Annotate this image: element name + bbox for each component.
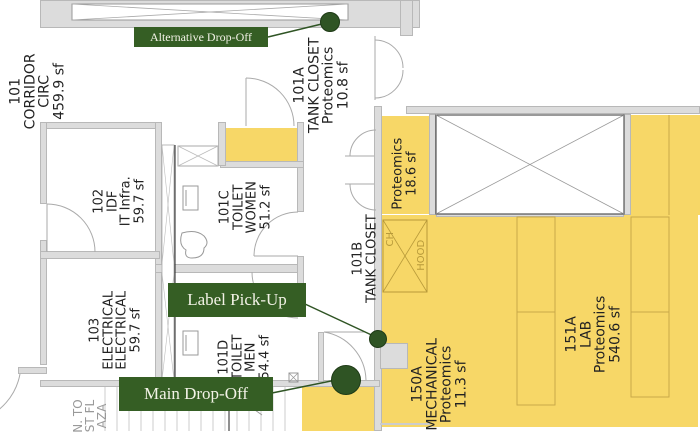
wall-lab-top xyxy=(406,106,700,114)
hood-label-ch: CH xyxy=(384,232,396,247)
wall-101a-left xyxy=(218,122,226,166)
room-label-102: 102 IDF IT Infra. 59.7 sf xyxy=(91,176,148,227)
label-pick-up-callout[interactable]: Label Pick-Up xyxy=(168,283,306,317)
room-fill-proteomics-closet xyxy=(382,116,429,214)
room-label-101c: 101C TOILET WOMEN 51.2 sf xyxy=(217,181,274,234)
room-label-101a: 101A TANK CLOSET Proteomics 10.8 sf xyxy=(291,37,352,134)
wall-lower-stub xyxy=(318,332,324,382)
wall-103-left-stub xyxy=(18,367,47,374)
main-drop-off-callout[interactable]: Main Drop-Off xyxy=(119,377,273,411)
wall-shaft-right xyxy=(623,114,631,215)
wall-toilet-divider xyxy=(155,264,303,273)
room-label-101b: 101B TANK CLOSET xyxy=(350,214,379,303)
room-label-proteomics-closet: Proteomics 18.6 sf xyxy=(390,137,419,210)
wall-102-103-divider xyxy=(40,251,160,259)
wall-lab-shaft-bottom xyxy=(436,212,624,217)
room-label-150a: 150A MECHANICAL Proteomics 11.3 sf xyxy=(409,338,470,431)
floor-plan: 101 CORRIDOR CIRC 459.9 sf 101A TANK CLO… xyxy=(0,0,700,433)
room-label-101: 101 CORRIDOR CIRC 459.9 sf xyxy=(7,53,68,130)
hood-label-hood: HOOD xyxy=(415,239,427,271)
room-fill-101a xyxy=(226,128,298,161)
wall-top-right-stub xyxy=(400,0,413,36)
room-label-151a: 151A LAB Proteomics 540.6 sf xyxy=(563,295,624,374)
main-drop-off-marker[interactable] xyxy=(331,365,361,395)
wall-top-shaft xyxy=(40,0,420,28)
room-label-103: 103 ELECTRICAL ELECTRICAL 59.7 sf xyxy=(87,290,144,370)
room-fill-151a-upper xyxy=(631,115,700,215)
label-pick-up-marker[interactable] xyxy=(369,330,387,348)
alternative-drop-off-callout[interactable]: Alternative Drop-Off xyxy=(134,27,268,47)
wall-102-left-lower xyxy=(40,240,47,365)
wall-102-left-upper xyxy=(40,122,47,204)
stair-label: N. TO ST FL AZA xyxy=(71,399,109,433)
wall-mech-block xyxy=(380,343,408,369)
alternative-drop-off-marker[interactable] xyxy=(320,12,340,32)
wall-closet-divider xyxy=(429,114,436,215)
